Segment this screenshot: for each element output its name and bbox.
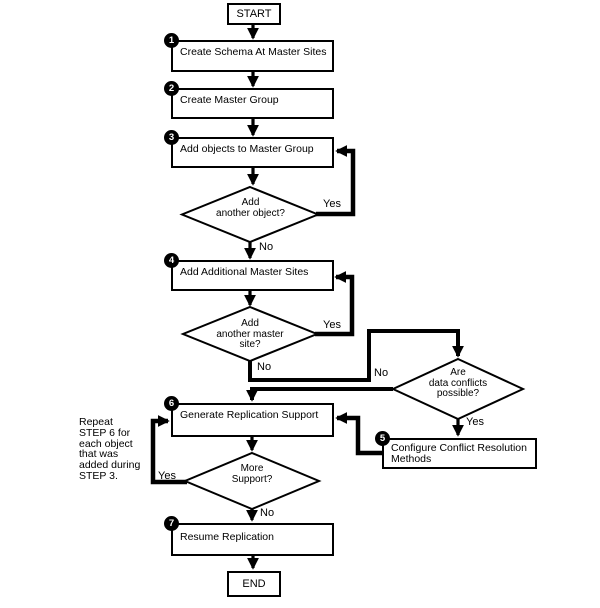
step5-badge: 5 [375,431,390,446]
step7-box: Resume Replication [171,523,334,556]
step6-badge: 6 [164,396,179,411]
step5-label: Configure Conflict Resolution Methods [391,442,527,465]
connector-decision4-yes-loop-to-step6 [150,415,187,485]
decision-diamond-data-conflicts-possible [390,357,526,421]
step3-badge: 3 [164,130,179,145]
connector-step5-to-step6 [335,412,382,456]
step1-box: Create Schema At Master Sites [171,40,334,72]
step3-label: Add objects to Master Group [180,143,314,155]
repeat-step6-note: Repeat STEP 6 for each object that was a… [79,416,141,482]
decision1-text: Add another object? [216,197,285,219]
decision2-yes-label: Yes [323,319,341,331]
connector-decision1-yes-loop-to-step3 [316,145,356,217]
connector-decision2-yes-loop-to-step4 [315,271,355,337]
decision2-no-label: No [257,361,272,373]
step2-label: Create Master Group [180,94,279,106]
step6-box: Generate Replication Support [171,403,334,437]
step3-box: Add objects to Master Group [171,137,334,168]
step4-label: Add Additional Master Sites [180,266,309,278]
decision4-no-label: No [260,507,275,519]
connector-decision2-no-to-decision3 [248,329,464,382]
decision1-yes-label: Yes [323,198,341,210]
decision-diamond-more-support [182,451,322,511]
step4-badge: 4 [164,253,179,268]
step2-box: Create Master Group [171,88,334,119]
step4-box: Add Additional Master Sites [171,260,334,291]
decision4-text: More Support? [231,463,273,485]
decision2-text: Add another master site? [216,318,284,350]
step5-box: Configure Conflict Resolution Methods [382,438,537,469]
decision-diamond-add-another-master-site [180,305,320,363]
step7-badge: 7 [164,516,179,531]
start-node: START [227,3,281,25]
decision3-no-label: No [374,367,389,379]
end-label: END [242,577,266,590]
start-label: START [236,7,272,20]
decision3-text: Are data conflicts possible? [428,367,488,399]
decision4-yes-label: Yes [158,470,176,482]
connector-decision3-no-to-step6 [246,387,393,402]
step6-label: Generate Replication Support [180,409,319,421]
decision3-yes-label: Yes [466,416,484,428]
step1-label: Create Schema At Master Sites [180,46,327,58]
decision-diamond-add-another-object [179,185,321,244]
step7-label: Resume Replication [180,531,274,543]
step2-badge: 2 [164,81,179,96]
end-node: END [227,571,281,597]
decision1-no-label: No [259,241,274,253]
step1-badge: 1 [164,33,179,48]
